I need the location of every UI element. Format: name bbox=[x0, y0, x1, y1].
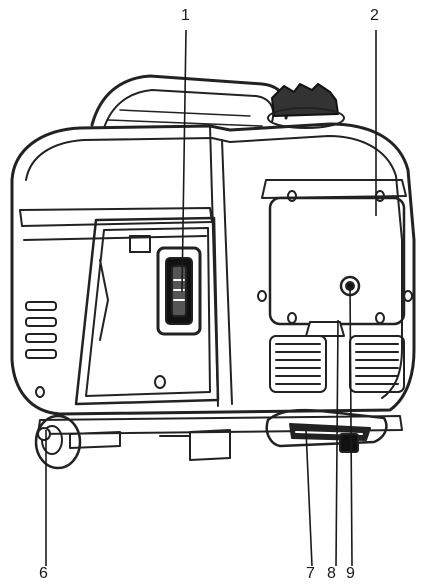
callout-6: 6 bbox=[39, 565, 48, 582]
latch-assembly bbox=[265, 408, 388, 453]
control-panel bbox=[74, 216, 220, 406]
main-housing bbox=[10, 122, 416, 416]
leader-line-7 bbox=[305, 429, 313, 567]
front-louvers bbox=[269, 321, 405, 393]
front-foot-wheel bbox=[34, 414, 82, 470]
callout-2: 2 bbox=[370, 7, 379, 24]
fuel-cap bbox=[267, 83, 345, 129]
leader-line-8 bbox=[335, 319, 339, 567]
callout-1: 1 bbox=[181, 7, 190, 24]
callout-8: 8 bbox=[327, 565, 336, 582]
callout-7: 7 bbox=[306, 565, 315, 582]
leader-lines bbox=[45, 29, 377, 567]
callout-9: 9 bbox=[346, 565, 355, 582]
start-switch bbox=[156, 246, 202, 336]
leader-line-9 bbox=[349, 285, 353, 567]
carry-handle bbox=[90, 74, 289, 129]
leader-line-1 bbox=[181, 29, 187, 293]
maintenance-cover bbox=[257, 179, 413, 326]
